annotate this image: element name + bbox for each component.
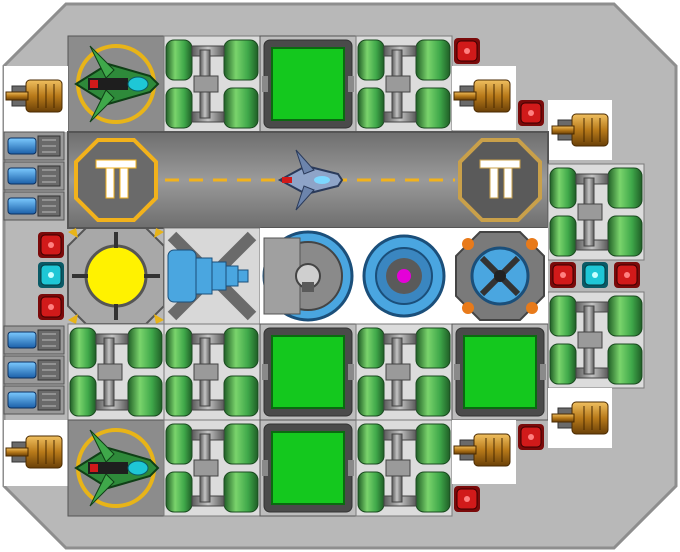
hatch-core[interactable] (452, 228, 548, 324)
landing-pad-right[interactable] (458, 138, 542, 222)
blue-cell-2[interactable] (3, 161, 65, 191)
blue-cell-1[interactable] (3, 131, 65, 161)
fuel-tank-3[interactable] (67, 323, 165, 421)
red-node-6[interactable] (37, 293, 65, 321)
blue-cell-5[interactable] (3, 355, 65, 385)
red-node-8[interactable] (453, 485, 481, 513)
fuel-tank-5[interactable] (355, 323, 453, 421)
turret-bottom-left[interactable] (66, 418, 166, 518)
red-node-4[interactable] (613, 261, 641, 289)
landing-pad-left[interactable] (74, 138, 158, 222)
fuel-tank-right-2[interactable] (547, 291, 645, 389)
turret-top-left[interactable] (66, 34, 166, 134)
cannon-top-right-1[interactable] (453, 69, 515, 123)
blue-cell-3[interactable] (3, 191, 65, 221)
fuel-tank-6[interactable] (163, 419, 261, 517)
blue-fighter-icon[interactable] (277, 149, 344, 211)
red-node-2[interactable] (517, 99, 545, 127)
magenta-sensor[interactable] (356, 228, 452, 324)
reactor-core[interactable] (67, 227, 165, 325)
fuel-tank-right-1[interactable] (547, 163, 645, 261)
green-bay-3[interactable] (451, 323, 549, 421)
cannon-bottom-right[interactable] (453, 423, 515, 477)
cannon-left-2[interactable] (5, 425, 67, 479)
fuel-tank-1[interactable] (163, 35, 261, 133)
blue-cell-6[interactable] (3, 385, 65, 415)
cyan-node-1[interactable] (581, 261, 609, 289)
fuel-tank-2[interactable] (355, 35, 453, 133)
green-bay-1[interactable] (259, 35, 357, 133)
blue-cell-4[interactable] (3, 325, 65, 355)
engine-drill[interactable] (163, 227, 261, 325)
cannon-right-1[interactable] (551, 103, 613, 157)
red-node-1[interactable] (453, 37, 481, 65)
cannon-right-2[interactable] (551, 391, 613, 445)
red-node-5[interactable] (37, 231, 65, 259)
red-node-3[interactable] (549, 261, 577, 289)
cannon-left-1[interactable] (5, 69, 67, 123)
red-node-7[interactable] (517, 423, 545, 451)
shield-dome[interactable] (260, 228, 356, 324)
cyan-node-2[interactable] (37, 261, 65, 289)
green-bay-4[interactable] (259, 419, 357, 517)
green-bay-2[interactable] (259, 323, 357, 421)
fuel-tank-7[interactable] (355, 419, 453, 517)
fuel-tank-4[interactable] (163, 323, 261, 421)
